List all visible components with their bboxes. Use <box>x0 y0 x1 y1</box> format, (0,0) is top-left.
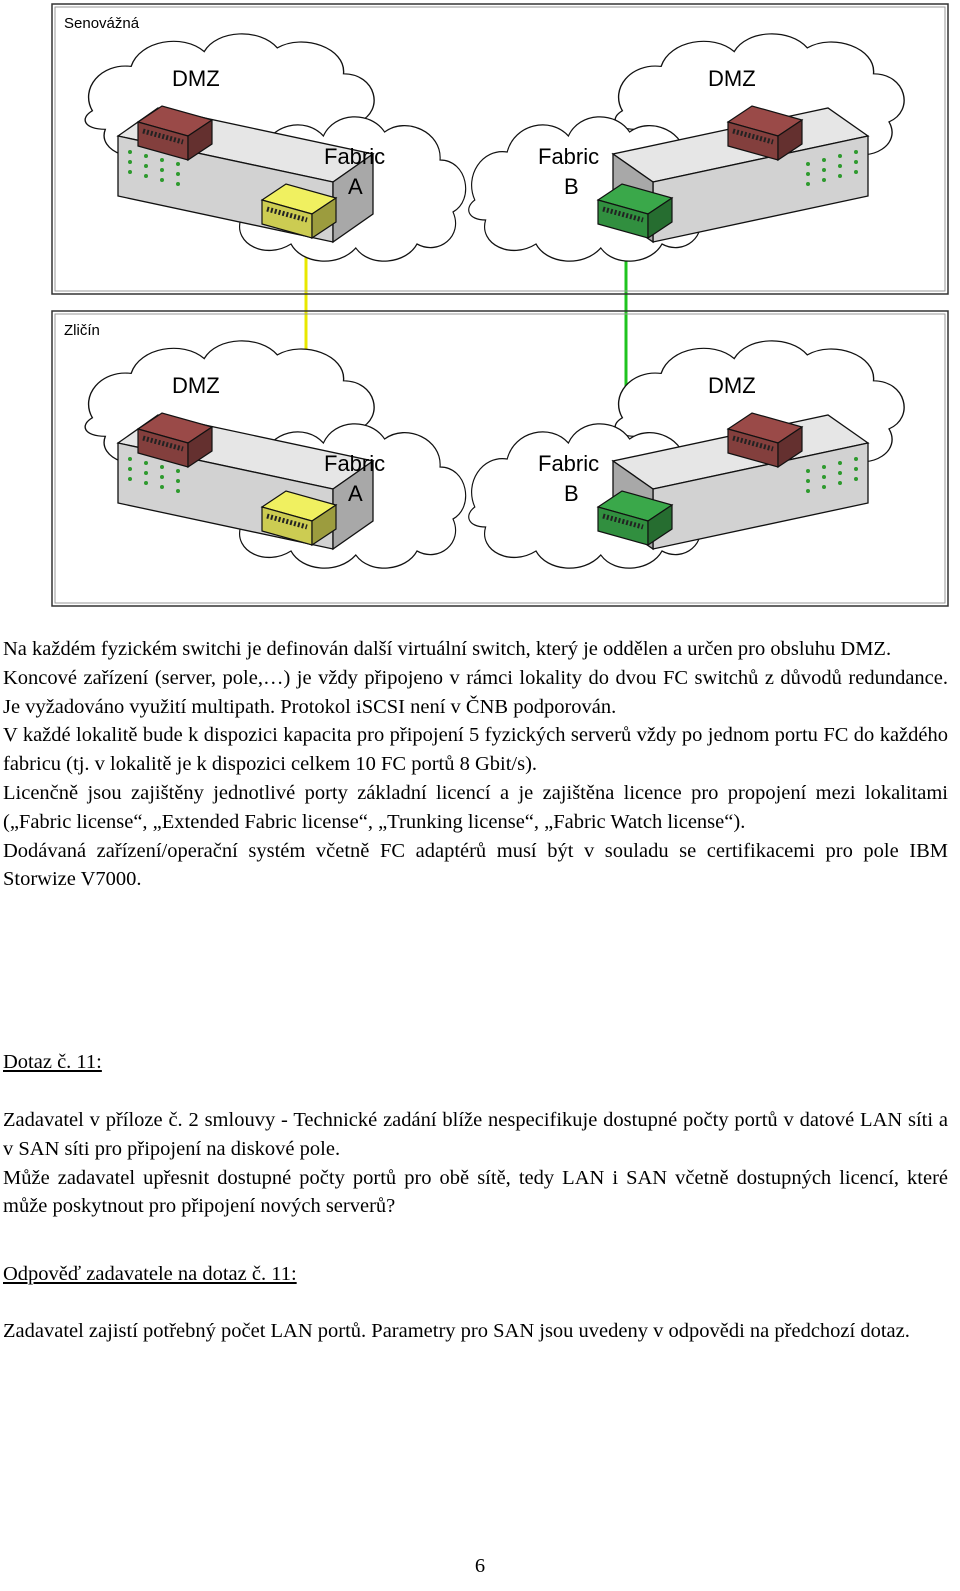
site-boundary-inner <box>54 313 946 604</box>
dmz-switch <box>136 412 214 469</box>
spec-paragraph-redundancy: Koncové zařízení (server, pole,…) je vžd… <box>3 666 948 718</box>
fabric-a-label: A <box>348 481 363 506</box>
fabric-a-label: Fabric <box>324 144 385 169</box>
answer-paragraph: Zadavatel zajistí potřebný počet LAN por… <box>3 1320 910 1342</box>
fabric-b-label: B <box>564 174 579 199</box>
dmz-label: DMZ <box>172 373 220 398</box>
fabric-b-label: Fabric <box>538 451 599 476</box>
question-heading-block: Dotaz č. 11: <box>3 1048 948 1077</box>
dmz-label: DMZ <box>708 66 756 91</box>
fabric-b-label: Fabric <box>538 144 599 169</box>
fabric-a-switch <box>260 183 338 240</box>
question-block: Zadavatel v příloze č. 2 smlouvy - Techn… <box>3 1106 948 1221</box>
dmz-label: DMZ <box>172 66 220 91</box>
dmz-label: DMZ <box>708 373 756 398</box>
question-paragraph: Zadavatel v příloze č. 2 smlouvy - Techn… <box>3 1109 948 1160</box>
spec-paragraph-capacity: V každé lokalitě bude k dispozici kapaci… <box>3 724 948 776</box>
fabric-b-switch <box>596 490 674 547</box>
answer-block: Zadavatel zajistí potřebný počet LAN por… <box>3 1317 948 1346</box>
question-paragraph: Může zadavatel upřesnit dostupné počty p… <box>3 1166 948 1218</box>
spec-paragraph-certification: Dodávaná zařízení/operační systém včetně… <box>3 839 948 891</box>
fabric-b-switch <box>596 183 674 240</box>
spec-paragraph-dmz: Na každém fyzickém switchi je definován … <box>3 638 892 660</box>
dmz-switch <box>726 412 804 469</box>
site-boundary <box>51 310 949 607</box>
fabric-a-label: A <box>348 174 363 199</box>
fabric-a-switch <box>260 490 338 547</box>
answer-heading-block: Odpověď zadavatele na dotaz č. 11: <box>3 1260 948 1289</box>
page-number: 6 <box>474 1555 486 1577</box>
question-heading: Dotaz č. 11: <box>3 1051 102 1073</box>
site-boundary-inner <box>54 6 946 292</box>
site-name: Senovážná <box>64 15 140 32</box>
dmz-switch <box>136 105 214 162</box>
site-name: Zličín <box>64 322 100 339</box>
specification-block: Na každém fyzickém switchi je definován … <box>3 635 948 894</box>
fabric-b-label: B <box>564 481 579 506</box>
spec-paragraph-licenses: Licenčně jsou zajištěny jednotlivé porty… <box>3 781 948 833</box>
dmz-switch <box>726 105 804 162</box>
site-boundary <box>51 3 949 295</box>
answer-heading: Odpověď zadavatele na dotaz č. 11: <box>3 1263 297 1285</box>
fabric-a-label: Fabric <box>324 451 385 476</box>
